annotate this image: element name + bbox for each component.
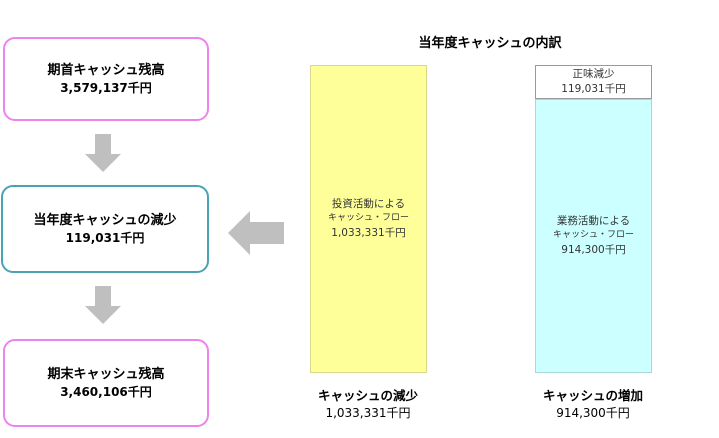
net-decrease-box: 正味減少 119,031千円 [535, 65, 652, 99]
investing-bar-amount: 1,033,331千円 [331, 226, 406, 239]
cash-increase-label: キャッシュの増加 914,300千円 [508, 387, 678, 421]
operating-bar-label: 業務活動による [556, 215, 631, 228]
current-year-change-amount: 119,031千円 [65, 230, 145, 245]
cash-decrease-label: キャッシュの減少 1,033,331千円 [283, 387, 453, 421]
opening-balance-title: 期首キャッシュ残高 [47, 63, 165, 79]
cash-increase-title: キャッシュの増加 [542, 388, 643, 403]
down-arrow-icon [85, 286, 121, 324]
operating-bar-amount: 914,300千円 [561, 243, 626, 256]
current-year-change-box: 当年度キャッシュの減少 119,031千円 [1, 185, 209, 273]
closing-balance-title: 期末キャッシュ残高 [47, 367, 165, 383]
cash-decrease-value: 1,033,331千円 [325, 405, 411, 420]
cash-decrease-title: キャッシュの減少 [317, 388, 418, 403]
left-arrow-icon [228, 211, 284, 255]
opening-balance-amount: 3,579,137千円 [60, 80, 152, 95]
breakdown-title: 当年度キャッシュの内訳 [418, 36, 562, 51]
investing-bar-label: 投資活動による [331, 198, 406, 211]
current-year-change-title: 当年度キャッシュの減少 [33, 213, 177, 229]
investing-bar-sublabel: キャッシュ・フロー [327, 213, 409, 224]
cash-increase-value: 914,300千円 [556, 405, 630, 420]
opening-balance-box: 期首キャッシュ残高 3,579,137千円 [3, 37, 209, 121]
net-decrease-amount: 119,031千円 [561, 83, 626, 95]
investing-cash-flow-bar: 投資活動による キャッシュ・フロー 1,033,331千円 [310, 65, 427, 373]
net-decrease-label: 正味減少 [572, 67, 615, 80]
down-arrow-icon [85, 134, 121, 172]
closing-balance-box: 期末キャッシュ残高 3,460,106千円 [3, 339, 209, 427]
closing-balance-amount: 3,460,106千円 [60, 384, 152, 399]
operating-cash-flow-bar: 業務活動による キャッシュ・フロー 914,300千円 [535, 99, 652, 373]
operating-bar-sublabel: キャッシュ・フロー [552, 230, 634, 241]
